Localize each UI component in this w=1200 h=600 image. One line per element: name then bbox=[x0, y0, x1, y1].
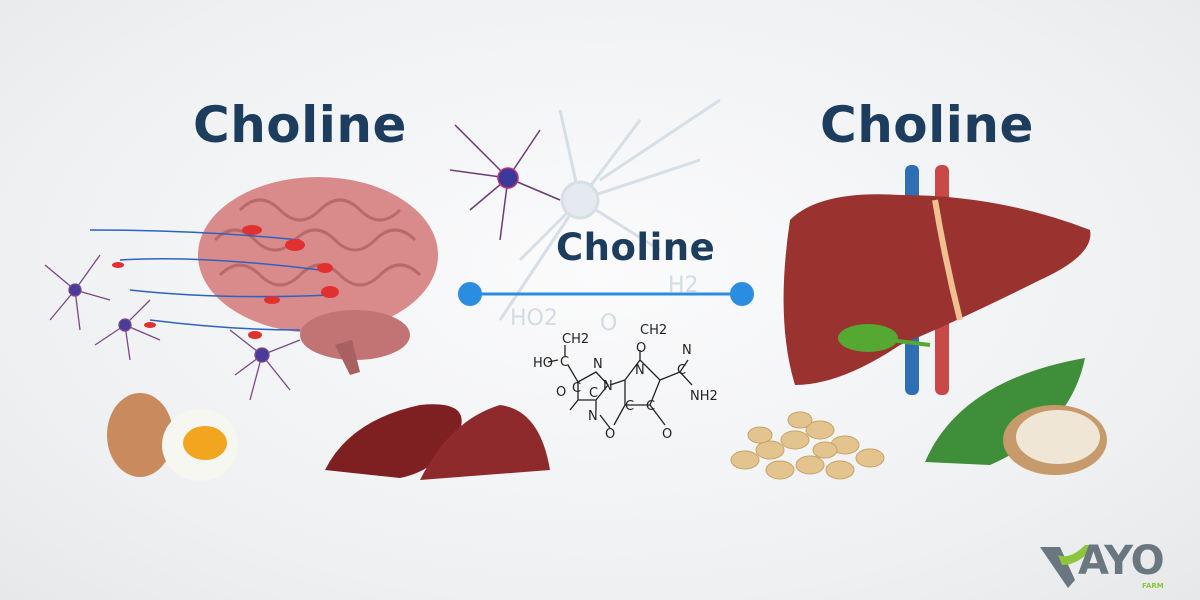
svg-text:H2: H2 bbox=[668, 273, 699, 298]
title-choline-brain: Choline bbox=[193, 96, 407, 154]
title-choline-liver: Choline bbox=[820, 96, 1034, 154]
soybeans-icon bbox=[730, 411, 885, 480]
svg-text:N: N bbox=[635, 363, 645, 378]
egg-icon bbox=[107, 393, 238, 481]
neuron-icon bbox=[449, 124, 561, 241]
svg-text:HO: HO bbox=[533, 356, 553, 371]
svg-text:N: N bbox=[593, 357, 603, 372]
svg-text:O: O bbox=[605, 427, 615, 442]
connector-line bbox=[458, 282, 754, 306]
svg-text:C: C bbox=[589, 386, 598, 401]
nerve-signals bbox=[89, 229, 331, 331]
signal-pulses bbox=[112, 225, 339, 339]
svg-text:C: C bbox=[625, 399, 634, 414]
svg-text:N: N bbox=[603, 379, 613, 394]
title-choline-molecule: Choline bbox=[556, 226, 716, 269]
svg-text:NH2: NH2 bbox=[690, 389, 718, 404]
neuron-left bbox=[44, 254, 301, 401]
svg-text:CH2: CH2 bbox=[640, 323, 667, 338]
svg-text:N: N bbox=[682, 343, 692, 358]
logo-text: AYO bbox=[1078, 538, 1165, 584]
liver-slices-icon bbox=[325, 404, 550, 480]
brain-icon bbox=[198, 177, 438, 375]
nut-leaf-icon bbox=[925, 358, 1107, 475]
svg-text:O: O bbox=[600, 311, 617, 336]
svg-text:CH2: CH2 bbox=[562, 332, 589, 347]
liver-organ-icon bbox=[783, 165, 1091, 395]
svg-text:O: O bbox=[556, 385, 566, 400]
svg-text:C: C bbox=[646, 399, 655, 414]
svg-text:O: O bbox=[636, 341, 646, 356]
background-neuron bbox=[498, 98, 721, 321]
svg-text:C: C bbox=[572, 381, 581, 396]
svg-text:N: N bbox=[588, 409, 598, 424]
svg-text:C: C bbox=[560, 355, 569, 370]
molecule-diagram: HO2 O H2 CH2 HO C N N O C C N O CH2 O N … bbox=[510, 273, 718, 442]
svg-text:HO2: HO2 bbox=[510, 306, 558, 331]
svg-text:C: C bbox=[677, 363, 686, 378]
logo-mark bbox=[1040, 545, 1095, 588]
svg-text:O: O bbox=[662, 427, 672, 442]
logo-subtext: FARM bbox=[1142, 582, 1164, 590]
